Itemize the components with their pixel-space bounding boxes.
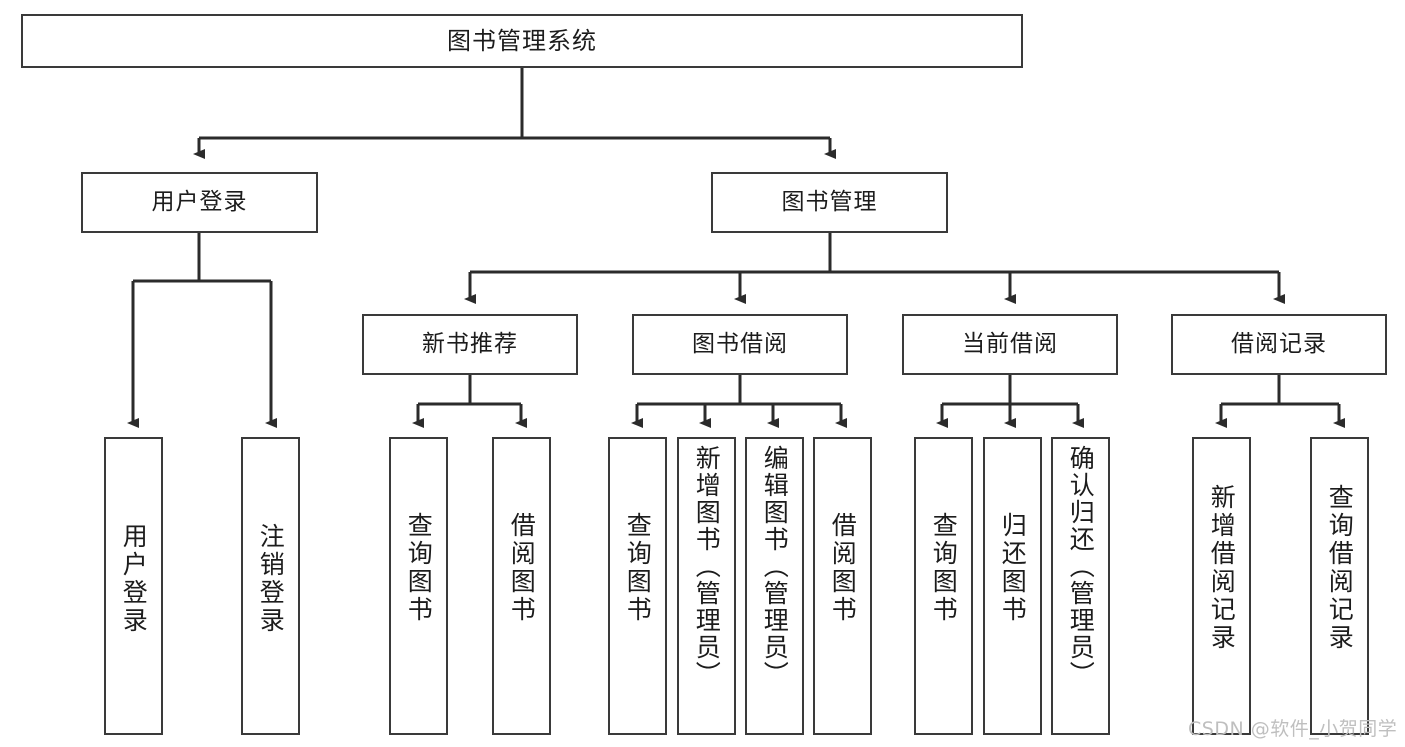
node-label: 用户登录 bbox=[119, 523, 149, 635]
node-label: 编辑图书（管理员） bbox=[760, 445, 790, 688]
node-borrow-records[interactable]: 借阅记录 bbox=[1171, 314, 1387, 375]
node-root-book-management-system[interactable]: 图书管理系统 bbox=[21, 14, 1023, 68]
leaf-new-book-query-book[interactable]: 查询图书 bbox=[389, 437, 448, 735]
leaf-new-book-borrow-book[interactable]: 借阅图书 bbox=[492, 437, 551, 735]
node-label: 查询图书 bbox=[404, 512, 434, 624]
leaf-borrow-records-add-record[interactable]: 新增借阅记录 bbox=[1192, 437, 1251, 735]
node-label: 查询图书 bbox=[623, 512, 653, 624]
leaf-current-borrow-return-book[interactable]: 归还图书 bbox=[983, 437, 1042, 735]
node-label: 借阅记录 bbox=[1231, 330, 1327, 357]
node-label: 图书借阅 bbox=[692, 330, 788, 357]
leaf-current-borrow-confirm-return-admin[interactable]: 确认归还（管理员） bbox=[1051, 437, 1110, 735]
node-label: 归还图书 bbox=[998, 512, 1028, 624]
node-user-login[interactable]: 用户登录 bbox=[81, 172, 318, 233]
leaf-current-borrow-query-book[interactable]: 查询图书 bbox=[914, 437, 973, 735]
node-label: 借阅图书 bbox=[828, 512, 858, 624]
csdn-watermark: CSDN @软件_小贺同学 bbox=[1188, 718, 1398, 740]
node-label: 当前借阅 bbox=[962, 330, 1058, 357]
node-book-management[interactable]: 图书管理 bbox=[711, 172, 948, 233]
leaf-user-login-login[interactable]: 用户登录 bbox=[104, 437, 163, 735]
node-label: 注销登录 bbox=[256, 523, 286, 635]
node-label: 新增借阅记录 bbox=[1207, 484, 1237, 652]
node-label: 新书推荐 bbox=[422, 330, 518, 357]
node-label: 用户登录 bbox=[151, 188, 248, 215]
node-label: 查询图书 bbox=[929, 512, 959, 624]
leaf-book-borrow-edit-book-admin[interactable]: 编辑图书（管理员） bbox=[745, 437, 804, 735]
node-book-borrow[interactable]: 图书借阅 bbox=[632, 314, 848, 375]
node-label: 查询借阅记录 bbox=[1325, 484, 1355, 652]
leaf-book-borrow-query-book[interactable]: 查询图书 bbox=[608, 437, 667, 735]
node-label: 图书管理 bbox=[781, 188, 878, 215]
leaf-borrow-records-query-record[interactable]: 查询借阅记录 bbox=[1310, 437, 1369, 735]
node-label: 图书管理系统 bbox=[447, 26, 597, 55]
leaf-book-borrow-borrow-book[interactable]: 借阅图书 bbox=[813, 437, 872, 735]
leaf-book-borrow-add-book-admin[interactable]: 新增图书（管理员） bbox=[677, 437, 736, 735]
node-new-book-recommend[interactable]: 新书推荐 bbox=[362, 314, 578, 375]
node-label: 确认归还（管理员） bbox=[1066, 445, 1096, 688]
node-current-borrow[interactable]: 当前借阅 bbox=[902, 314, 1118, 375]
node-label: 借阅图书 bbox=[507, 512, 537, 624]
node-label: 新增图书（管理员） bbox=[692, 445, 722, 688]
leaf-user-login-logout[interactable]: 注销登录 bbox=[241, 437, 300, 735]
